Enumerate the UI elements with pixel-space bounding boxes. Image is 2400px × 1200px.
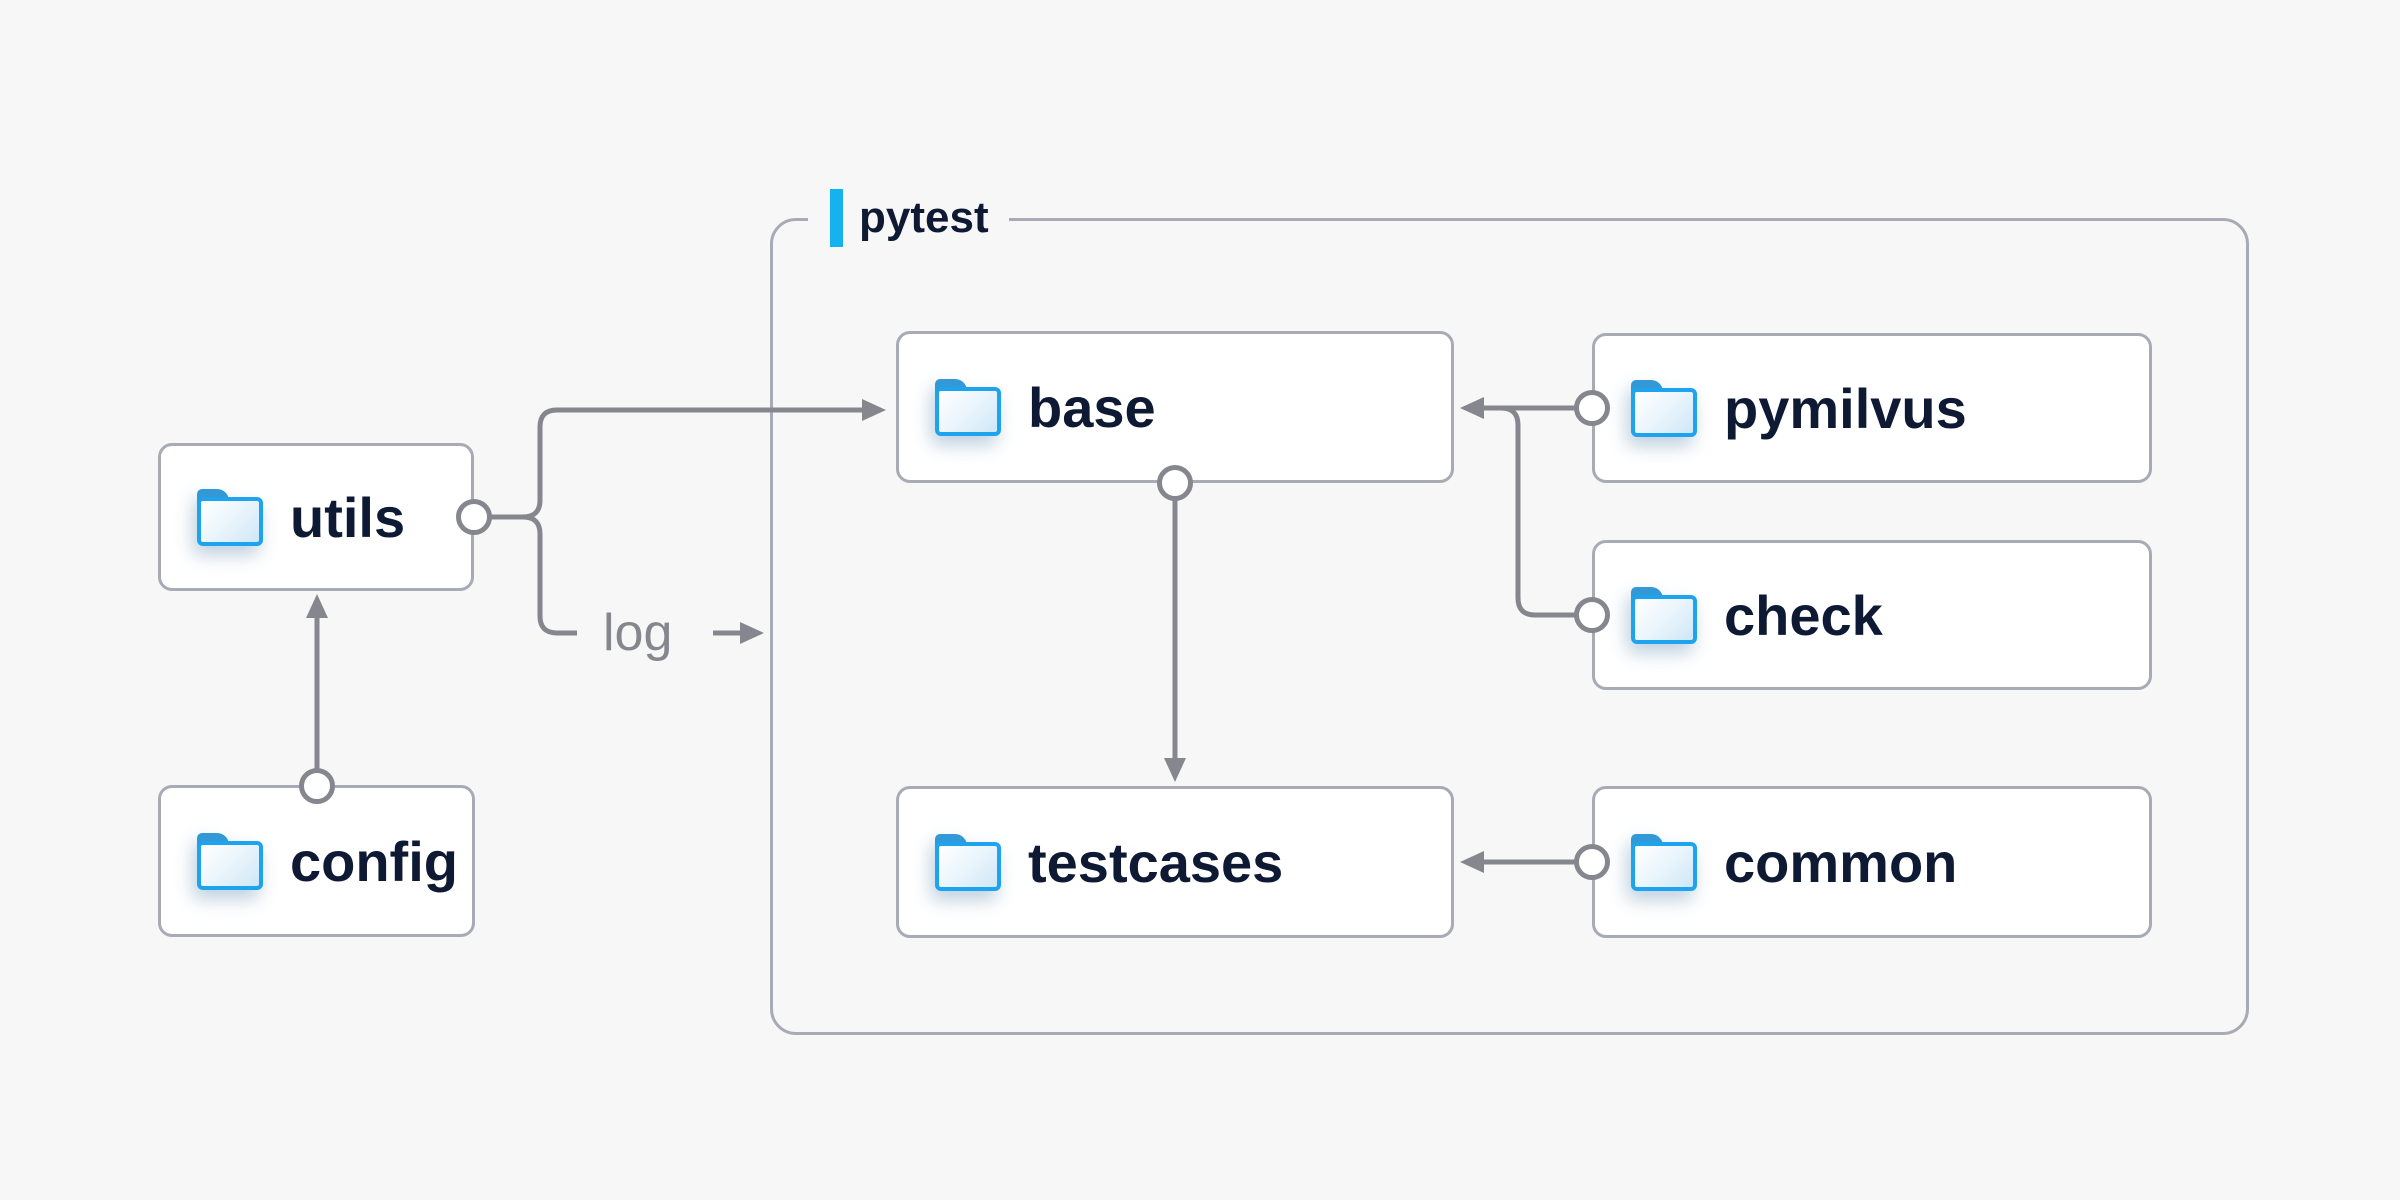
node-label-pymilvus: pymilvus [1724, 376, 1967, 440]
edge-check-base [1486, 405, 1575, 618]
connector-dot-check [1574, 597, 1610, 633]
folder-icon [935, 378, 1001, 436]
node-label-base: base [1028, 375, 1156, 439]
accent-bar-icon [830, 189, 843, 247]
connector-dot-common [1574, 844, 1610, 880]
node-config: config [158, 785, 475, 937]
folder-icon [197, 488, 263, 546]
edge-utils-log [491, 514, 577, 636]
pytest-group-legend: pytest [808, 188, 1009, 248]
node-common: common [1592, 786, 2152, 938]
node-label-check: check [1724, 583, 1883, 647]
folder-icon [935, 833, 1001, 891]
connector-dot-base [1157, 465, 1193, 501]
node-label-config: config [290, 829, 458, 893]
connector-dot-config [299, 768, 335, 804]
folder-icon [197, 832, 263, 890]
connector-dot-utils [456, 499, 492, 535]
node-pymilvus: pymilvus [1592, 333, 2152, 483]
node-check: check [1592, 540, 2152, 690]
folder-icon [1631, 379, 1697, 437]
node-label-testcases: testcases [1028, 830, 1284, 894]
node-testcases: testcases [896, 786, 1454, 938]
folder-icon [1631, 586, 1697, 644]
edge-utils-base [491, 399, 886, 520]
connector-dot-pymilvus [1574, 390, 1610, 426]
node-label-utils: utils [290, 485, 406, 549]
pytest-group-container [770, 218, 2249, 1035]
node-base: base [896, 331, 1454, 483]
pytest-group-label: pytest [859, 193, 989, 242]
folder-icon [1631, 833, 1697, 891]
edge-label-log: log [603, 604, 673, 662]
node-label-common: common [1724, 830, 1958, 894]
